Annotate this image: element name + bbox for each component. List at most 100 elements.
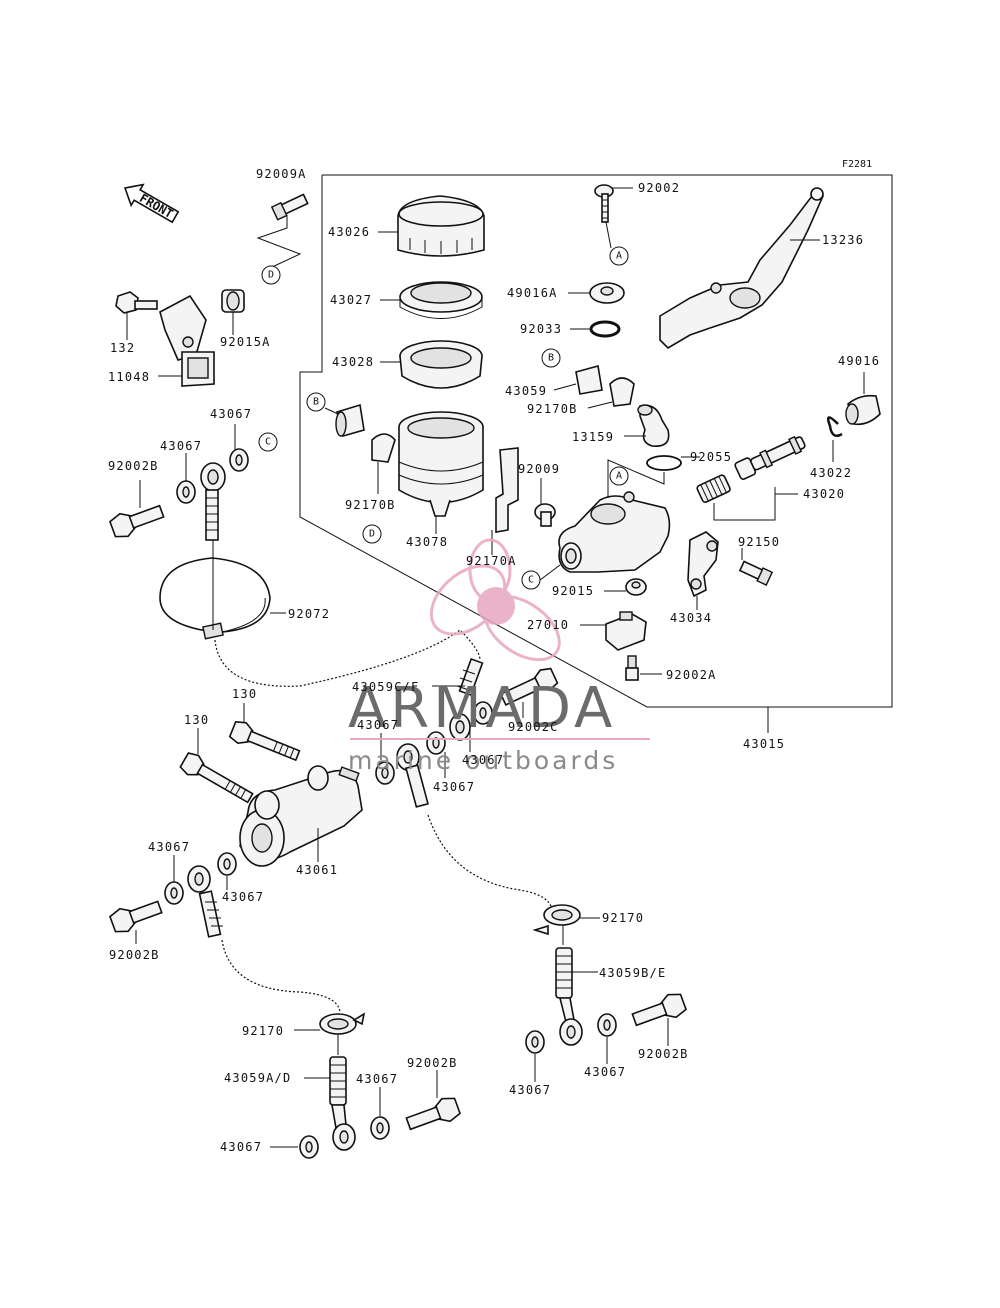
screw-92002A — [625, 655, 639, 681]
brake-switch-27010 — [605, 611, 647, 651]
bolt-130-b — [179, 752, 254, 804]
label-49016A: 49016A — [507, 286, 558, 300]
washer-43067-k — [299, 1135, 319, 1159]
svg-text:A: A — [616, 471, 622, 482]
watermark-tagline: marine outboards — [348, 746, 618, 775]
label-130-a: 130 — [232, 687, 257, 701]
hose-clip-b-left — [335, 403, 365, 437]
snap-ring-92033 — [589, 320, 621, 338]
washer-43067-a — [229, 448, 249, 472]
master-cylinder-body — [558, 491, 671, 573]
label-11048: 11048 — [108, 370, 150, 384]
label-43067-h: 43067 — [584, 1065, 626, 1079]
label-43067-d: 43067 — [462, 753, 504, 767]
svg-text:B: B — [313, 397, 319, 408]
screw-92002 — [594, 184, 614, 223]
label-92055: 92055 — [690, 450, 732, 464]
boot-49016 — [845, 394, 881, 426]
label-92015: 92015 — [552, 584, 594, 598]
svg-text:C: C — [265, 437, 271, 448]
bolt-92150 — [738, 560, 774, 586]
front-label: FRONT — [137, 191, 175, 221]
label-92009A: 92009A — [256, 167, 307, 181]
label-43067-i: 43067 — [356, 1072, 398, 1086]
bushing-92015 — [625, 578, 647, 596]
hose-joint-13159 — [637, 404, 670, 447]
o-ring-92055 — [646, 455, 682, 471]
label-92002B-d: 92002B — [407, 1056, 458, 1070]
label-43059BE: 43059B/E — [599, 966, 666, 980]
label-92009: 92009 — [518, 462, 560, 476]
label-92002C: 92002C — [508, 720, 559, 734]
label-130-b: 130 — [184, 713, 209, 727]
washer-43067-d — [375, 761, 395, 785]
label-43015: 43015 — [743, 737, 785, 751]
ref-circle-c-top: C — [258, 432, 278, 452]
label-43067-j: 43067 — [509, 1083, 551, 1097]
label-13159: 13159 — [572, 430, 614, 444]
part-labels: 92009A 43026 92002 13236 43027 49016A 92… — [108, 167, 880, 1154]
svg-text:A: A — [616, 251, 622, 262]
banjo-left-lower — [187, 865, 223, 938]
ref-circle-a-top: A — [609, 246, 629, 266]
label-43059CF: 43059C/F — [352, 680, 419, 694]
hose-clip-b-right — [575, 364, 603, 395]
banjo-43059AD — [329, 1056, 356, 1151]
svg-text:D: D — [369, 529, 375, 540]
label-43067-g: 43067 — [222, 890, 264, 904]
ref-circle-b-right: B — [541, 348, 561, 368]
label-43022: 43022 — [810, 466, 852, 480]
label-43028: 43028 — [332, 355, 374, 369]
clip-92170B-b — [609, 377, 635, 407]
ref-circle-d-body: D — [362, 524, 382, 544]
label-92170A: 92170A — [466, 554, 517, 568]
bolt-92002C — [499, 667, 559, 706]
reservoir-body — [398, 411, 484, 517]
washer-43067-c — [473, 701, 493, 725]
watermark-logo-icon — [429, 538, 561, 662]
label-43061: 43061 — [296, 863, 338, 877]
label-43034: 43034 — [670, 611, 712, 625]
label-92015A: 92015A — [220, 335, 271, 349]
label-92002A: 92002A — [666, 668, 717, 682]
svg-text:C: C — [528, 575, 534, 586]
brake-lever-13236 — [659, 187, 824, 350]
collar-92015A — [221, 289, 245, 313]
label-92150: 92150 — [738, 535, 780, 549]
bolt-92009A — [270, 193, 309, 221]
label-92170B-b: 92170B — [527, 402, 578, 416]
reservoir-plate — [399, 281, 483, 319]
label-43026: 43026 — [328, 225, 370, 239]
washer-43067-h — [597, 1013, 617, 1037]
watermark-brand: ARMADA — [348, 676, 616, 741]
label-43027: 43027 — [330, 293, 372, 307]
bolt-92009 — [534, 503, 556, 527]
washer-43067-f — [164, 881, 184, 905]
bolt-92002B-a — [109, 504, 165, 538]
label-43067-a: 43067 — [210, 407, 252, 421]
clamp-43034 — [687, 531, 719, 598]
brake-hose-right — [427, 814, 553, 911]
label-49016: 49016 — [838, 354, 880, 368]
figure-code: F2281 — [842, 159, 872, 170]
label-92033: 92033 — [520, 322, 562, 336]
label-43059AD: 43059A/D — [224, 1071, 291, 1085]
label-132: 132 — [110, 341, 135, 355]
bolt-132 — [115, 291, 158, 314]
cylinder-43061 — [239, 765, 363, 867]
ref-circle-c-body: C — [521, 570, 541, 590]
label-92002B-b: 92002B — [109, 948, 160, 962]
bracket-92170A — [495, 447, 519, 533]
clip-92170B-a — [371, 433, 396, 463]
grommet-49016A — [589, 282, 625, 304]
label-43067-f: 43067 — [148, 840, 190, 854]
bolt-92002B-b — [109, 900, 163, 933]
label-92170-a: 92170 — [602, 911, 644, 925]
ref-circle-d-top: D — [261, 265, 281, 285]
svg-text:B: B — [548, 353, 554, 364]
label-92170-b: 92170 — [242, 1024, 284, 1038]
label-92002B-c: 92002B — [638, 1047, 689, 1061]
label-13236: 13236 — [822, 233, 864, 247]
washer-43067-g — [217, 852, 237, 876]
